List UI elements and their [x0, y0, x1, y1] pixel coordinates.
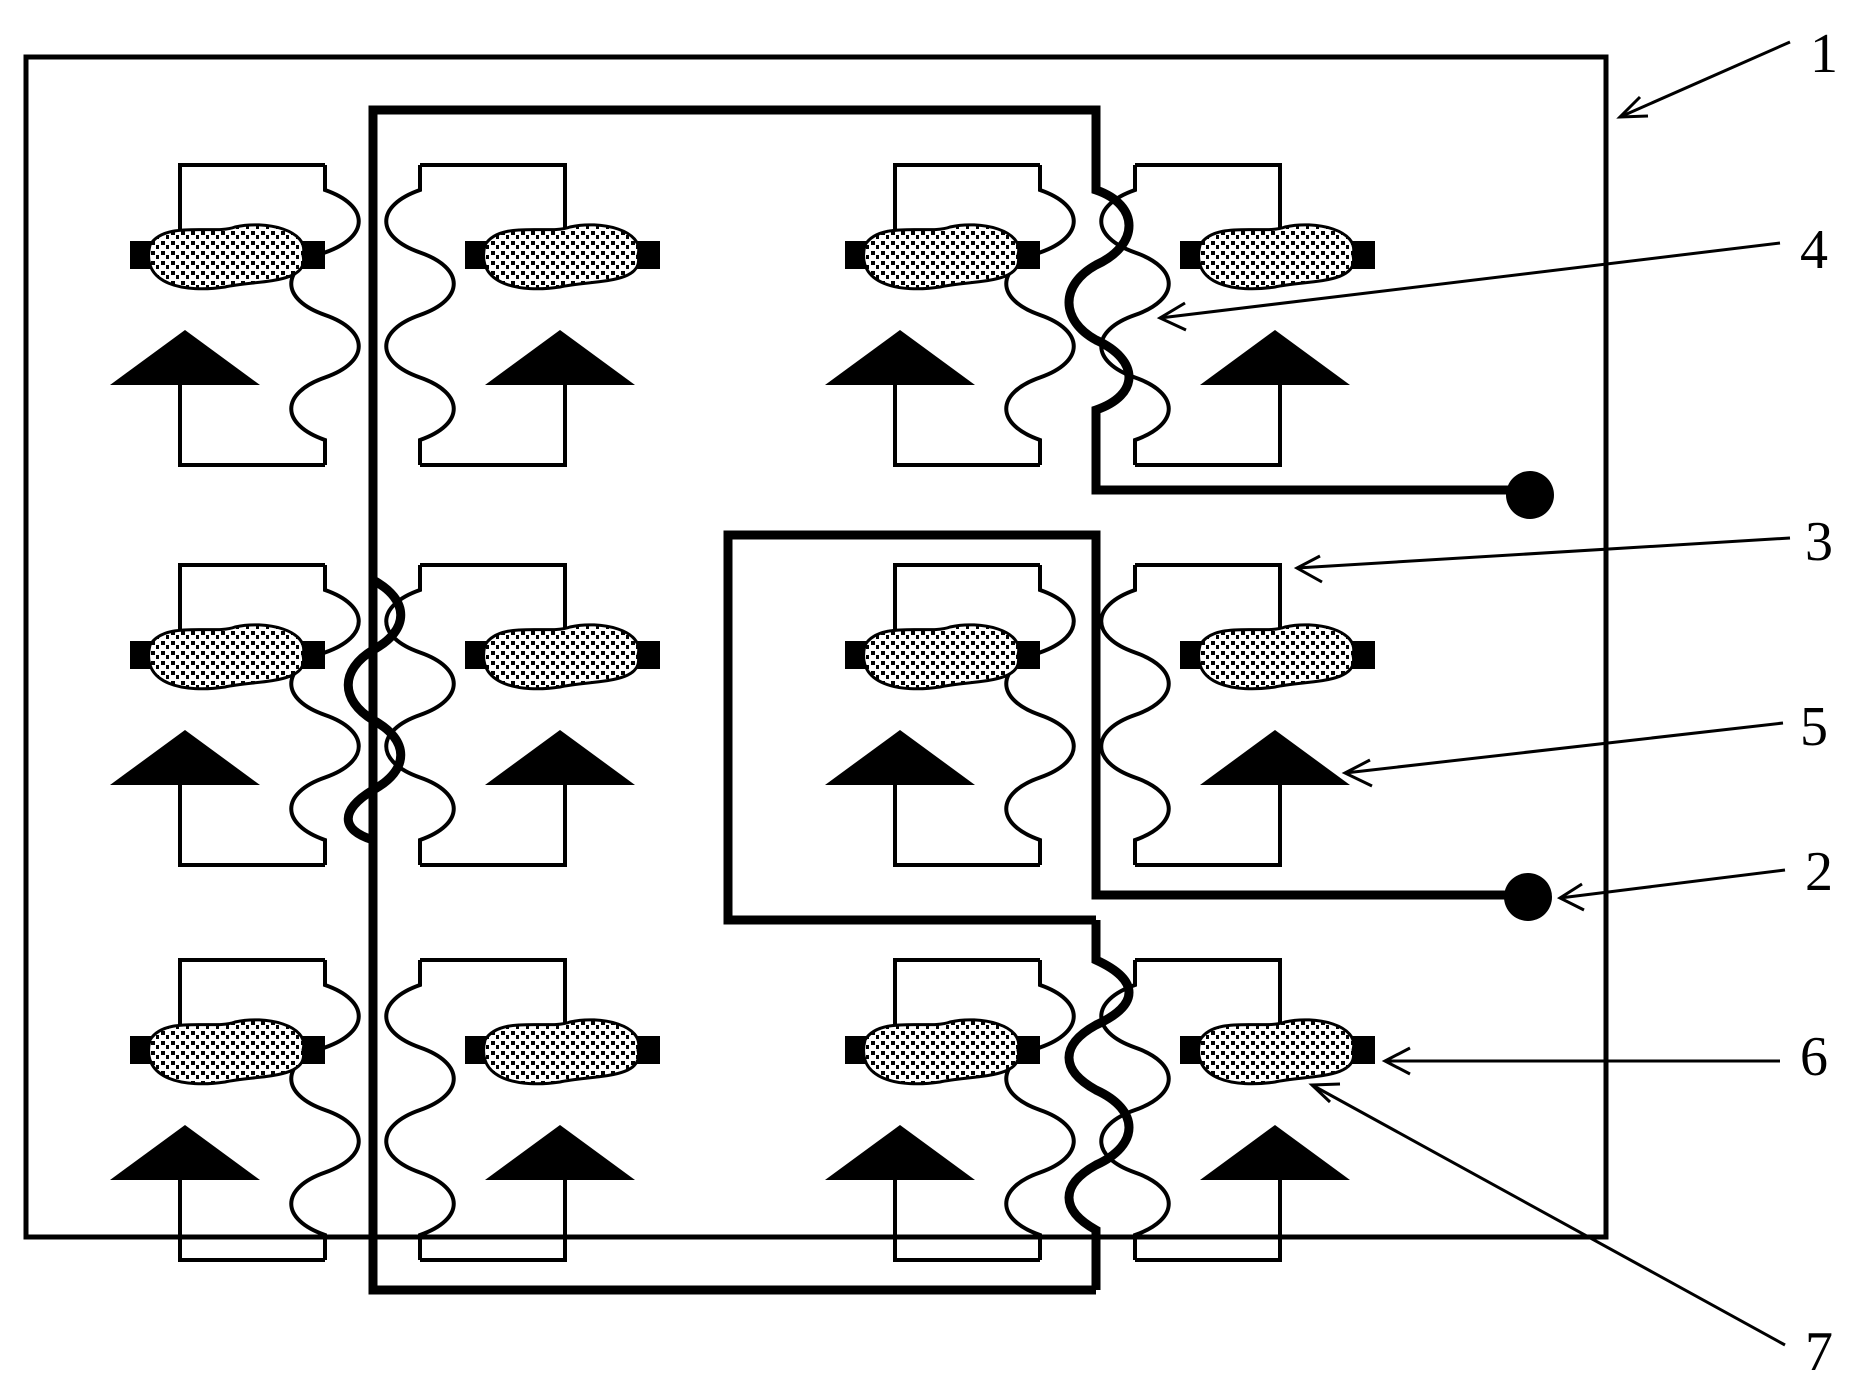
cell-frame [420, 960, 565, 1260]
terminal-upper [1506, 471, 1554, 519]
cell-3-4 [1101, 960, 1375, 1260]
terminal-lower [1504, 873, 1552, 921]
speckled-pad-icon [864, 225, 1019, 289]
cell-frame [180, 565, 325, 865]
wavy-coil-icon [386, 960, 454, 1260]
cell-2-4 [1101, 565, 1375, 865]
cell-frame [895, 565, 1040, 865]
wavy-coil-icon [386, 165, 454, 465]
speckled-pad-icon [1199, 225, 1354, 289]
triangle-marker-icon [825, 330, 975, 385]
speckled-pad-icon [484, 625, 639, 689]
cell-frame [1135, 960, 1280, 1260]
triangle-marker-icon [485, 730, 635, 785]
triangle-marker-icon [110, 330, 260, 385]
speckled-pad-icon [149, 625, 304, 689]
speckled-pad-icon [149, 1020, 304, 1084]
ref-label-6: 6 [1800, 1026, 1828, 1088]
speckled-pad-icon [149, 225, 304, 289]
wavy-coil-icon [291, 165, 359, 465]
cell-frame [180, 165, 325, 465]
ref-label-3: 3 [1805, 511, 1833, 573]
speckled-pad-icon [1199, 625, 1354, 689]
triangle-marker-icon [485, 1125, 635, 1180]
cell-2-1 [110, 565, 359, 865]
cell-1-1 [110, 165, 359, 465]
cell-frame [1135, 565, 1280, 865]
triangle-marker-icon [1200, 330, 1350, 385]
cell-frame [1135, 165, 1280, 465]
cell-1-2 [386, 165, 660, 465]
ref-label-5: 5 [1800, 696, 1828, 758]
cell-frame [895, 165, 1040, 465]
triangle-marker-icon [110, 730, 260, 785]
cell-1-3 [825, 165, 1074, 465]
cell-1-4 [1101, 165, 1375, 465]
cell-3-3 [825, 960, 1074, 1260]
cell-3-1 [110, 960, 359, 1260]
cell-frame [895, 960, 1040, 1260]
wavy-coil-icon [1101, 960, 1169, 1260]
cell-2-3 [825, 565, 1074, 865]
ref-label-7: 7 [1805, 1321, 1833, 1383]
speckled-pad-icon [484, 1020, 639, 1084]
speckled-pad-icon [864, 625, 1019, 689]
wavy-coil-icon [1006, 565, 1074, 865]
cell-3-2 [386, 960, 660, 1260]
cell-frame [420, 165, 565, 465]
triangle-marker-icon [110, 1125, 260, 1180]
speckled-pad-icon [1199, 1020, 1354, 1084]
wavy-coil-icon [1006, 165, 1074, 465]
ref-label-4: 4 [1800, 219, 1828, 281]
triangle-marker-icon [485, 330, 635, 385]
cell-frame [420, 565, 565, 865]
wavy-coil-icon [1006, 960, 1074, 1260]
cell-frame [180, 960, 325, 1260]
cell-2-2 [386, 565, 660, 865]
ref-label-1: 1 [1810, 23, 1838, 85]
speckled-pad-icon [484, 225, 639, 289]
triangle-marker-icon [825, 1125, 975, 1180]
ref-label-2: 2 [1805, 841, 1833, 903]
wavy-coil-icon [291, 960, 359, 1260]
speckled-pad-icon [864, 1020, 1019, 1084]
wavy-coil-icon [1101, 565, 1169, 865]
wavy-coil-icon [1101, 165, 1169, 465]
triangle-marker-icon [1200, 730, 1350, 785]
triangle-marker-icon [825, 730, 975, 785]
triangle-marker-icon [1200, 1125, 1350, 1180]
